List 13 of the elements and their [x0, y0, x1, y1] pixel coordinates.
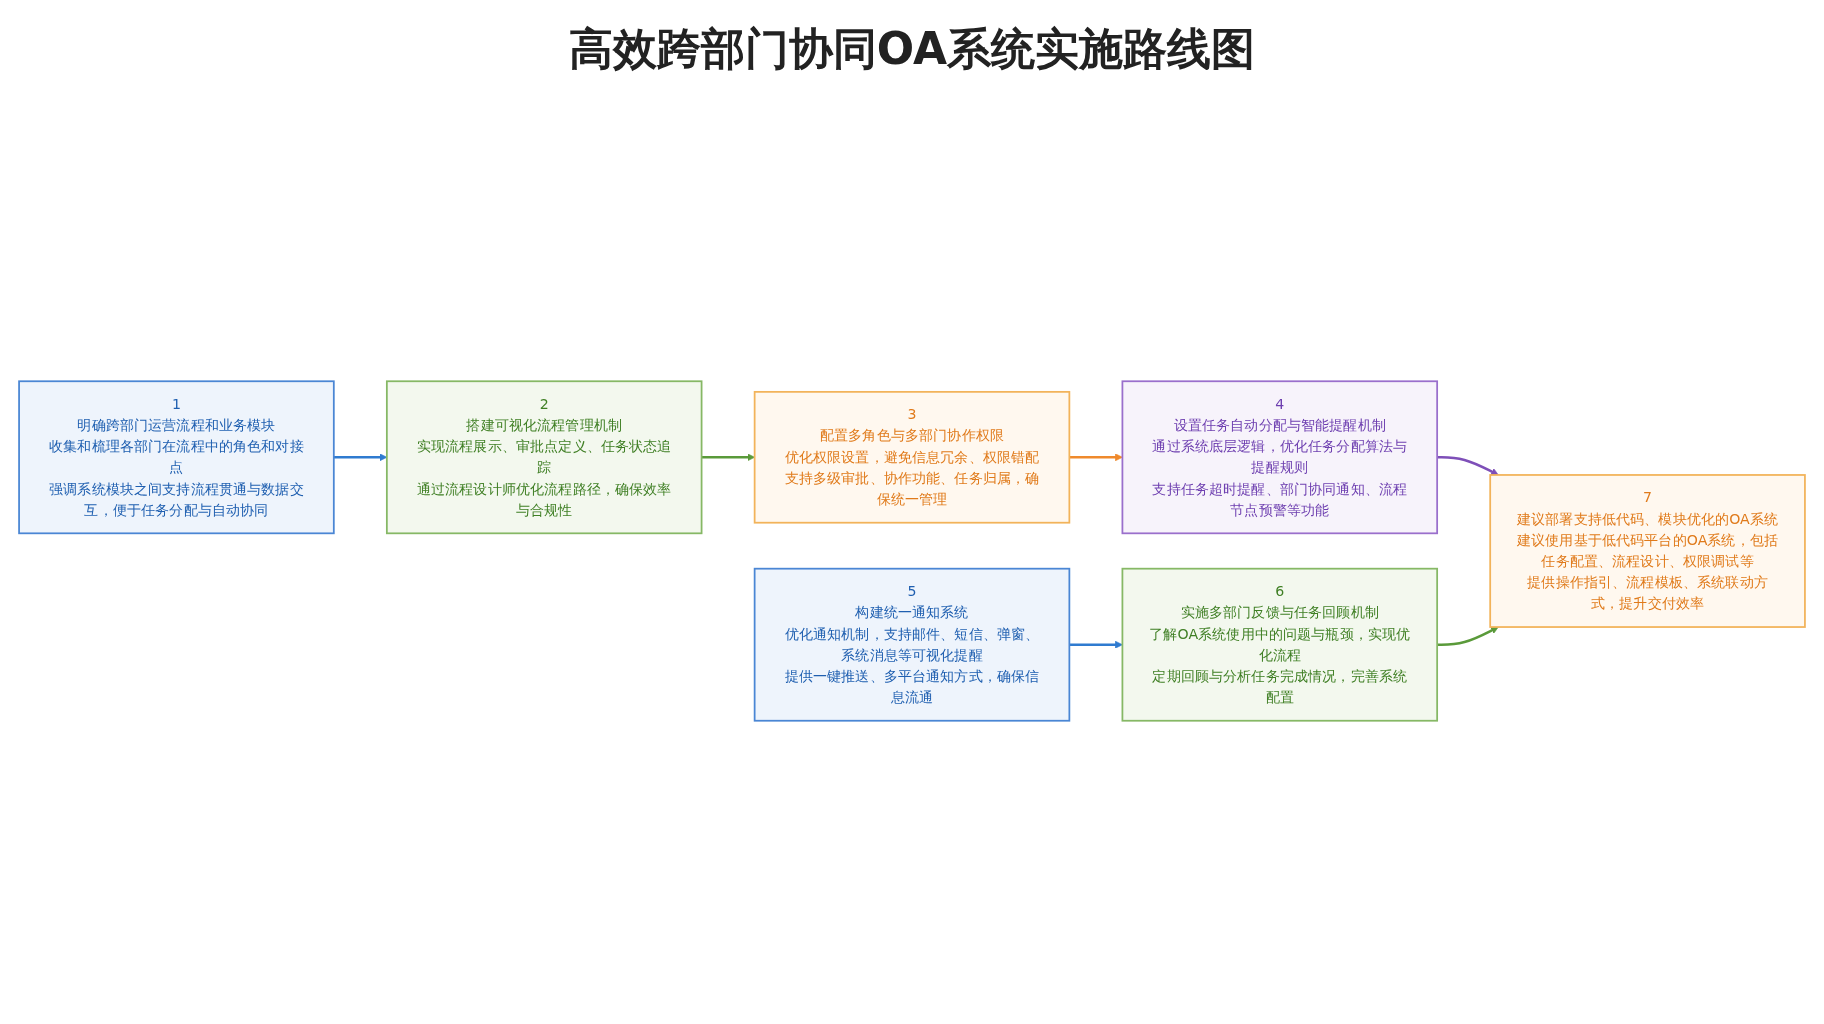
node-box: 4 设置任务自动分配与智能提醒机制 通过系统底层逻辑，优化任务分配算法与提醒规则 支持任务超时提醒、部门协同通知、流程节点预警等功能 [1121, 380, 1439, 535]
node-box: 1 明确跨部门运营流程和业务模块 收集和梳理各部门在流程中的角色和对接点 强调系统模块之间支持流程贯通与数据交互，便于任务分配与自动协同 [18, 380, 335, 535]
node-box: 2 搭建可视化流程管理机制 实现流程展示、审批点定义、任务状态追踪 通过流程设计师优化流程路径，确保效率与合规性 [385, 380, 703, 535]
node-box: 5 构建统一通知系统 优化通知机制，支持邮件、短信、弹窗、系统消息等可视化提醒 提供一键推送、多平台通知方式，确保信息流通 [753, 567, 1071, 722]
arrow [701, 453, 755, 462]
arrow [1069, 640, 1123, 649]
diagram-title: 高效跨部门协同OA系统实施路线图 [567, 22, 1257, 76]
node-box: 3 配置多角色与多部门协作权限 优化权限设置，避免信息冗余、权限错配 支持多级审批、协作功能、任务归属，确保统一管理 [753, 390, 1071, 524]
arrow [1437, 455, 1499, 476]
node-box: 6 实施多部门反馈与任务回顾机制 了解OA系统使用中的问题与瓶颈，实现优化流程 定期回顾与分析任务完成情况，完善系统配置 [1121, 567, 1439, 722]
node-box: 7 建议部署支持低代码、模块优化的OA系统 建议使用基于低代码平台的OA系统，包括任务配置、流程设计、权限调试等 提供操作指引、流程模板、系统联动方式，提升交付效率 [1489, 474, 1806, 628]
arrow [1069, 453, 1123, 462]
arrow [1437, 626, 1499, 647]
